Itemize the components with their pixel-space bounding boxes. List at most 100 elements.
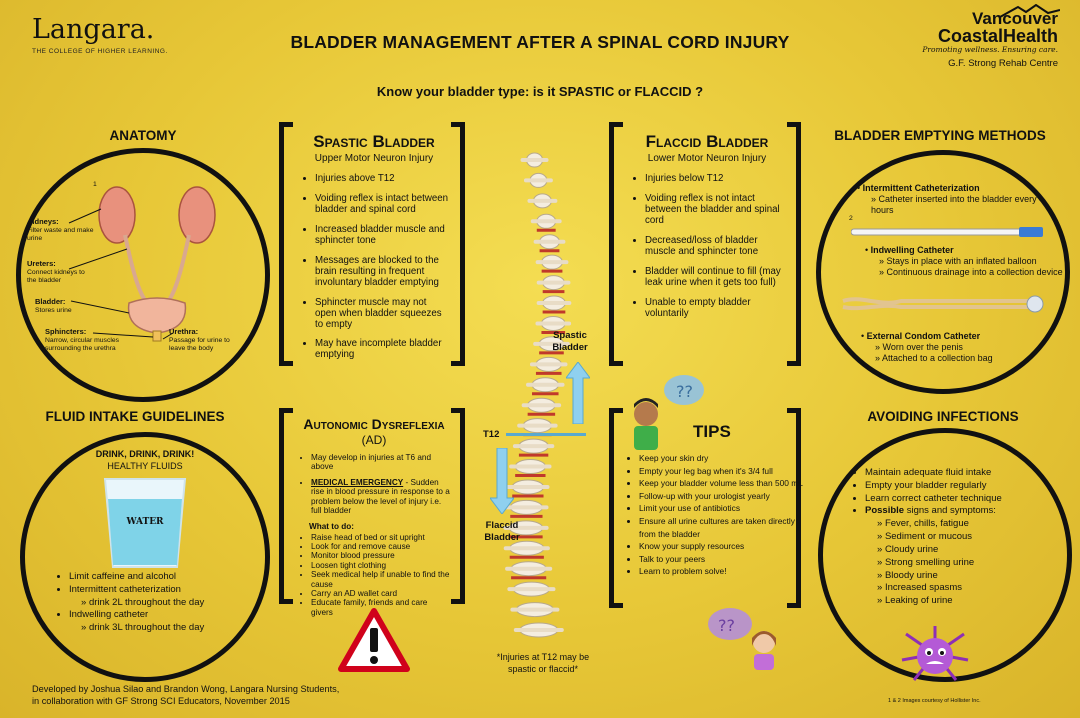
- t12-line: [506, 433, 586, 436]
- emptying-heading: BLADDER EMPTYING METHODS: [834, 128, 1046, 143]
- list-item: Seek medical help if unable to find the …: [311, 570, 451, 589]
- method-sub: Continuous drainage into a collection de…: [886, 266, 1063, 277]
- intermittent-catheter-icon: [851, 227, 1043, 237]
- vertebra-process: [536, 301, 572, 306]
- svg-text:??: ??: [676, 382, 693, 401]
- list-item: Maintain adequate fluid intake: [865, 467, 1065, 480]
- footer-credit-1: Developed by Joshua Silao and Brandon Wo…: [32, 684, 340, 694]
- mountain-icon: [1000, 4, 1060, 18]
- list-item: Loosen tight clothing: [311, 561, 451, 570]
- list-item: Unable to empty bladder voluntarily: [645, 297, 785, 320]
- list-item: May have incomplete bladder emptying: [315, 339, 449, 361]
- indwelling-catheter-icon: [842, 295, 1044, 313]
- emptying-circle: • Intermittent Catheterization » Cathete…: [816, 150, 1070, 394]
- water-label: WATER: [126, 517, 164, 527]
- list-item: Voiding reflex is not intact between the…: [645, 193, 785, 227]
- flaccid-list: Injuries below T12 Voiding reflex is not…: [629, 173, 785, 320]
- vertebra-process: [517, 423, 558, 428]
- fluid-circle: DRINK, DRINK, DRINK! HEALTHY FLUIDS WATE…: [20, 432, 270, 682]
- vertebra-process: [504, 505, 549, 510]
- vertebra-process: [529, 362, 568, 367]
- list-item: Bloody urine: [877, 570, 1065, 583]
- list-item: Monitor blood pressure: [311, 551, 451, 560]
- svg-text:??: ??: [718, 616, 735, 635]
- method-condom: • External Condom Catheter: [861, 331, 981, 341]
- warning-icon: [338, 608, 410, 672]
- t12-label: T12: [483, 429, 500, 440]
- image-credit: 1 & 2 Images courtesy of Hollister Inc.: [888, 698, 981, 704]
- list-item: Indwelling catheter: [69, 609, 265, 622]
- vertebra-process: [503, 525, 549, 530]
- list-item: Intermittent catheterization: [69, 584, 265, 597]
- langara-tagline: THE COLLEGE OF HIGHER LEARNING.: [32, 48, 168, 55]
- fluid-line2: HEALTHY FLUIDS: [107, 460, 183, 471]
- method-intermittent: • Intermittent Catheterization: [857, 183, 980, 193]
- flaccid-subtitle: Lower Motor Neuron Injury: [647, 153, 767, 164]
- list-item: Learn to problem solve!: [639, 565, 809, 578]
- vertebra-process: [533, 341, 570, 346]
- list-item: Strong smelling urine: [877, 557, 1065, 570]
- thinking-man-icon: ??: [634, 375, 704, 450]
- up-arrow-icon: [566, 362, 590, 424]
- flaccid-title: Flaccid Bladder: [645, 132, 769, 151]
- germ-icon: [901, 626, 969, 681]
- page-subtitle: Know your bladder type: is it SPASTIC or…: [376, 84, 704, 99]
- method-indwelling: • Indwelling Catheter: [865, 245, 954, 255]
- list-item: Decreased/loss of bladder muscle and sph…: [645, 235, 785, 258]
- footer-credit-2: in collaboration with GF Strong SCI Educ…: [32, 695, 290, 706]
- page-title: BLADDER MANAGEMENT AFTER A SPINAL CORD I…: [290, 32, 790, 52]
- ureters-label: Ureters:Connect kidneys to the bladder: [27, 259, 85, 285]
- fluid-line1: DRINK, DRINK, DRINK!: [95, 449, 195, 459]
- list-item: Ensure all urine cultures are taken dire…: [639, 515, 809, 540]
- list-item: Limit your use of antibiotics: [639, 502, 809, 515]
- list-item: Fever, chills, fatigue: [877, 518, 1065, 531]
- infections-circle: Maintain adequate fluid intake Empty you…: [818, 428, 1072, 682]
- list-item: Voiding reflex is intact between bladder…: [315, 193, 449, 216]
- langara-logo: Langara.: [32, 14, 155, 45]
- list-item: Look for and remove cause: [311, 542, 451, 551]
- thinking-woman-icon: ??: [708, 608, 776, 670]
- method-sub: Stays in place with an inflated balloon: [886, 255, 1037, 266]
- water-glass-icon: [103, 478, 187, 568]
- list-item: Raise head of bed or sit upright: [311, 533, 451, 542]
- down-arrow-icon: [490, 448, 514, 514]
- list-item: Know your supply resources: [639, 540, 809, 553]
- spastic-subtitle: Upper Motor Neuron Injury: [314, 153, 434, 164]
- vertebra-process: [512, 444, 555, 449]
- list-item: Leaking of urine: [877, 595, 1065, 608]
- vertebra-process: [526, 382, 565, 387]
- list-item: Keep your bladder volume less than 500 m…: [639, 477, 809, 490]
- vertebra-process: [520, 158, 549, 162]
- spine-illustration: [503, 152, 572, 638]
- ad-todo-list: Raise head of bed or sit upright Look fo…: [297, 533, 451, 618]
- tips-panel: TIPS Keep your skin dry Empty your leg b…: [609, 408, 803, 608]
- list-item: Injuries below T12: [645, 173, 785, 185]
- infections-heading: AVOIDING INFECTIONS: [867, 409, 1019, 424]
- list-item: Increased spasms: [877, 582, 1065, 595]
- vertebra-process: [536, 280, 571, 285]
- list-item: Empty your leg bag when it's 3/4 full: [639, 465, 809, 478]
- vch-centre: G.F. Strong Rehab Centre: [948, 58, 1058, 69]
- vertebra-process: [506, 484, 550, 489]
- method-sub: Attached to a collection bag: [882, 352, 993, 363]
- flaccid-arrow-label: Flaccid Bladder: [484, 520, 520, 543]
- vch-logo: Vancouver CoastalHealth Promoting wellne…: [922, 4, 1060, 69]
- list-item: Learn correct catheter technique: [865, 493, 1065, 506]
- list-item: Educate family, friends and care givers: [311, 598, 451, 617]
- fluid-heading: FLUID INTAKE GUIDELINES: [45, 409, 225, 424]
- vertebra-process: [535, 321, 572, 326]
- vertebra-process: [509, 464, 552, 469]
- list-item: Empty your bladder regularly: [865, 480, 1065, 493]
- kidneys-label: Kidneys:Filter waste and make urine: [27, 217, 94, 243]
- vch-name-2: CoastalHealth: [937, 26, 1058, 46]
- list-item: Sphincter muscle may not open when bladd…: [315, 297, 449, 331]
- spastic-panel: Spastic Bladder Upper Motor Neuron Injur…: [279, 122, 465, 366]
- vertebra-process: [530, 219, 562, 224]
- list-item: Injuries above T12: [315, 173, 449, 185]
- list-item: drink 2L throughout the day: [81, 597, 265, 610]
- bladder-label: Bladder:Stores urine: [35, 297, 72, 315]
- vertebra-process: [527, 198, 558, 203]
- vertebra-process: [523, 178, 553, 183]
- list-item: Messages are blocked to the brain result…: [315, 255, 449, 289]
